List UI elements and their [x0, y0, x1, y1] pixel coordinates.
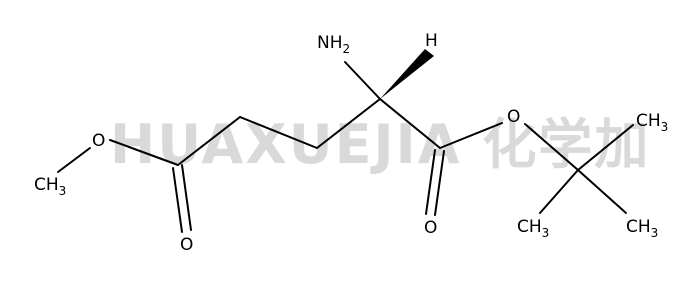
atom-ch3-bottom-right: CH3: [626, 217, 658, 240]
atom-h: H: [425, 31, 438, 51]
atom-ch3-top: CH3: [636, 111, 668, 134]
bond-calpha-n: [344, 61, 381, 100]
wedge-bond: [380, 49, 434, 99]
bond-c5-oester: [109, 139, 179, 166]
atom-ch3-bottom-left: CH3: [517, 217, 549, 240]
bond-calpha-c1: [379, 98, 441, 149]
bond-oester-cq: [524, 123, 579, 171]
atom-o-carbonyl-left: O: [180, 235, 193, 255]
bond-calpha-cbeta: [316, 98, 381, 149]
bond-c1-carbonyl-b: [434, 150, 445, 216]
bond-oester-ch3: [57, 147, 91, 173]
bond-cq-ch3-right: [577, 169, 627, 214]
bond-cgamma-c5: [177, 116, 241, 166]
bond-c5-carbonyl-a: [172, 167, 183, 233]
atom-nh2: NH2: [317, 33, 350, 56]
bond-lines: [57, 61, 634, 233]
bond-c1-carbonyl-a: [425, 149, 436, 215]
bond-cq-ch3-top: [577, 124, 634, 171]
atom-o-ester-right: O: [507, 107, 520, 127]
bond-c1-oester: [439, 122, 503, 149]
atom-ch3-left: CH3: [34, 175, 66, 198]
bond-c5-carbonyl-b: [181, 164, 192, 231]
bond-cq-ch3-left: [539, 169, 579, 214]
atom-o-ester-left: O: [92, 131, 105, 151]
bond-cbeta-cgamma: [239, 116, 318, 149]
atom-o-carbonyl-right: O: [424, 218, 437, 238]
watermark-text: HUAXUEJIA 化学加: [110, 113, 650, 176]
